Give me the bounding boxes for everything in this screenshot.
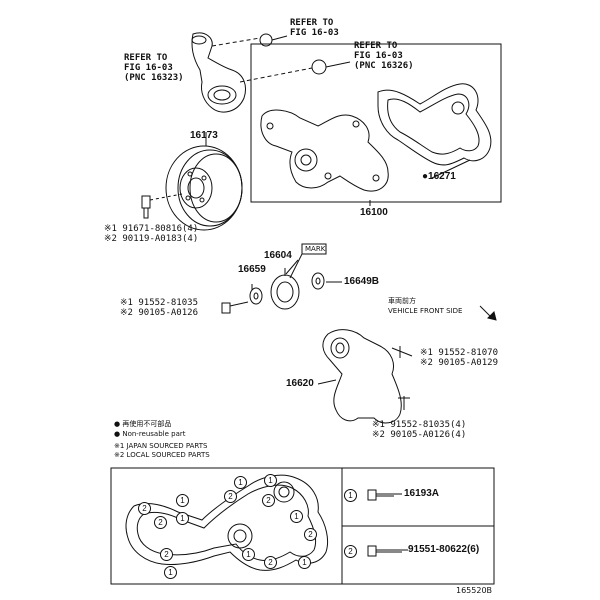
callout-1: 1 — [164, 566, 177, 579]
water-inlet-pipe — [191, 32, 246, 113]
idler-washer-right — [311, 272, 325, 290]
refer-to-label-left: REFER TO FIG 16-03 (PNC 16323) — [124, 53, 184, 83]
idler-bolt-numbers: ※1 91552-81035 ※2 90105-A0126 — [120, 298, 198, 318]
pulley-bolt — [141, 195, 151, 209]
part-16604-label: 16604 — [264, 250, 292, 261]
callout-2: 2 — [264, 556, 277, 569]
legend-callout-2: 2 — [344, 545, 357, 558]
legend-jp: ● 再使用不可部品 — [114, 420, 172, 428]
water-pump-body — [260, 109, 389, 192]
mark-label: MARK — [305, 245, 326, 253]
legend-local-sourced: ※2 LOCAL SOURCED PARTS — [114, 451, 210, 459]
callout-2: 2 — [262, 494, 275, 507]
idler-pulley — [270, 274, 300, 310]
part-91551-label: 91551-80622(6) — [408, 544, 480, 555]
callout-2: 2 — [304, 528, 317, 541]
callout-1: 1 — [234, 476, 247, 489]
callout-2: 2 — [160, 548, 173, 561]
legend-japan-sourced: ※1 JAPAN SOURCED PARTS — [114, 442, 208, 450]
part-16271-label: ●16271 — [422, 171, 456, 182]
idler-bolt — [221, 302, 231, 314]
pump-outline-diagram — [125, 474, 329, 571]
vehicle-front-jp: 車両前方 — [388, 297, 416, 305]
legend-callout-1: 1 — [344, 489, 357, 502]
callout-2: 2 — [224, 490, 237, 503]
part-16620-label: 16620 — [286, 378, 314, 389]
bolt-16193a — [367, 489, 394, 501]
callout-1: 1 — [264, 474, 277, 487]
refer-to-label-right: REFER TO FIG 16-03 (PNC 16326) — [354, 41, 414, 71]
tensioner-bolt-bottom — [398, 396, 410, 410]
belt-tensioner — [322, 329, 402, 424]
callout-1: 1 — [176, 494, 189, 507]
part-16100-label: 16100 — [360, 207, 388, 218]
water-pump-gasket — [377, 83, 492, 166]
vehicle-front-label: VEHICLE FRONT SIDE — [388, 307, 463, 315]
part-16193a-label: 16193A — [404, 488, 440, 499]
part-16173-label: 16173 — [190, 130, 218, 141]
water-pump-assembly-box — [250, 43, 502, 203]
callout-2: 2 — [154, 516, 167, 529]
part-16659-label: 16659 — [238, 264, 266, 275]
legend-non-reusable: ● Non-reusable part — [114, 430, 186, 438]
callout-2: 2 — [138, 502, 151, 515]
tensioner-bottom-bolt-numbers: ※1 91552-81035(4) ※2 90105-A0126(4) — [372, 420, 467, 440]
figure-id: 165520B — [456, 586, 493, 595]
callout-1: 1 — [298, 556, 311, 569]
tensioner-top-bolt-numbers: ※1 91552-81070 ※2 90105-A0129 — [420, 348, 498, 368]
callout-1: 1 — [242, 548, 255, 561]
callout-1: 1 — [176, 512, 189, 525]
part-16649b-label: 16649B — [344, 276, 380, 287]
tensioner-bolt-top — [391, 346, 413, 358]
o-ring-lower — [311, 59, 327, 75]
idler-washer-left — [249, 287, 263, 305]
bolt-91551 — [367, 545, 402, 557]
callout-1: 1 — [290, 510, 303, 523]
refer-to-label-top: REFER TO FIG 16-03 — [290, 18, 339, 38]
pulley-bolt-numbers: ※1 91671-80816(4) ※2 90119-A0183(4) — [104, 224, 199, 244]
